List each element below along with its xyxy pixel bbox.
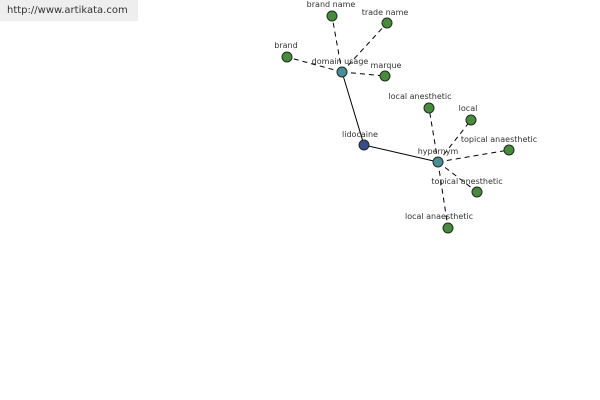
label-topical-anaesthetic: topical anaesthetic xyxy=(461,135,537,144)
edge-domain-usage-brand-name xyxy=(331,15,343,73)
edge-domain-usage-marque xyxy=(341,71,386,77)
label-lidocaine: lidocaine xyxy=(342,130,378,139)
node-topical-anaesthetic[interactable] xyxy=(503,144,515,156)
edge-lidocaine-hypernym xyxy=(363,144,439,163)
node-hypernym[interactable] xyxy=(432,156,444,168)
label-brand-name: brand name xyxy=(307,0,356,9)
node-brand-name[interactable] xyxy=(326,10,338,22)
label-local-anaesthetic: local anaesthetic xyxy=(405,212,473,221)
edge-domain-usage-brand xyxy=(286,56,343,73)
node-brand[interactable] xyxy=(281,51,293,63)
label-brand: brand xyxy=(274,41,297,50)
edge-hypernym-local-anaesthetic xyxy=(437,161,449,229)
edge-hypernym-local-anesthetic xyxy=(428,107,439,163)
node-local-anaesthetic[interactable] xyxy=(442,222,454,234)
label-domain-usage: domain usage xyxy=(312,57,369,66)
edge-hypernym-topical-anaesthetic xyxy=(437,149,510,163)
node-marque[interactable] xyxy=(379,70,391,82)
label-local-anesthetic: local anesthetic xyxy=(388,92,451,101)
label-topical-anesthetic: topical anesthetic xyxy=(431,177,502,186)
label-marque: marque xyxy=(371,61,402,70)
watermark-link[interactable]: http://www.artikata.com xyxy=(0,0,138,21)
label-local: local xyxy=(459,104,478,113)
node-domain-usage[interactable] xyxy=(336,66,348,78)
node-local-anesthetic[interactable] xyxy=(423,102,435,114)
node-trade-name[interactable] xyxy=(381,17,393,29)
edge-domain-usage-trade-name xyxy=(341,22,388,73)
label-trade-name: trade name xyxy=(362,8,409,17)
node-topical-anesthetic[interactable] xyxy=(471,186,483,198)
node-local[interactable] xyxy=(465,114,477,126)
node-lidocaine[interactable] xyxy=(358,139,370,151)
edge-lidocaine-domain-usage xyxy=(341,71,365,146)
label-hypernym: hypernym xyxy=(418,147,459,156)
